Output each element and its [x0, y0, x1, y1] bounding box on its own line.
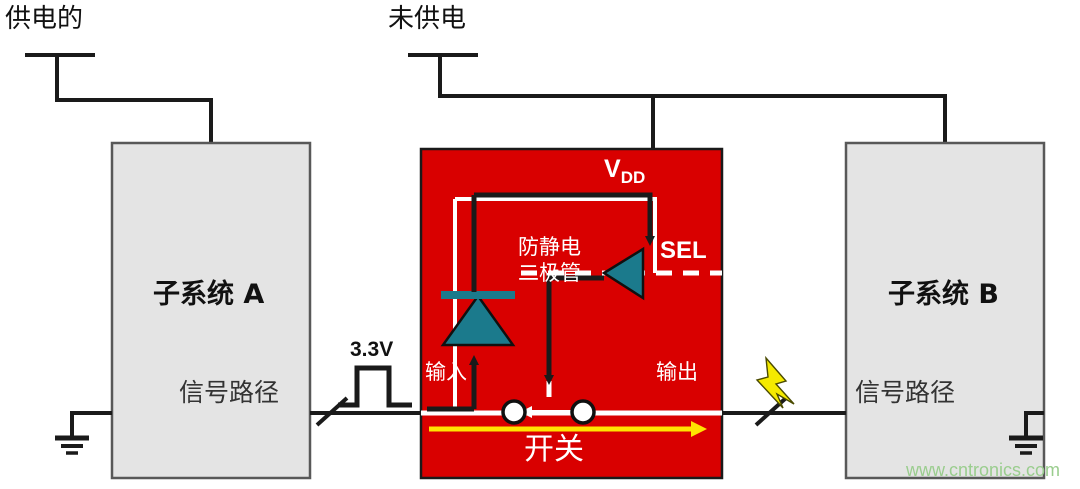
buffer-amplifier-symbol: [601, 246, 645, 301]
input-label: 输入: [425, 360, 467, 384]
esd-diode-label-line1: 防静电: [518, 235, 581, 259]
esd-diode-symbol: [440, 291, 516, 347]
subsystem-a-box: [110, 141, 312, 480]
ground-symbol-right: [1009, 411, 1044, 455]
switch-label: 开关: [524, 432, 584, 467]
vdd-supply-arrow: [545, 192, 655, 246]
switch-contact-left: [501, 399, 527, 425]
watermark: www.cntronics.com: [906, 460, 1061, 480]
vdd-label-main: V: [604, 155, 621, 183]
subsystem-a-title: 子系统 A: [153, 279, 265, 310]
power-rail-right: [408, 53, 947, 149]
lightning-bolt-icon: [755, 355, 795, 409]
esd-diode-label-line2: 二极管: [518, 261, 581, 285]
sel-label: SEL: [660, 237, 707, 264]
ground-symbol-left: [55, 411, 112, 455]
output-label: 输出: [656, 360, 698, 384]
subsystem-b-box: [844, 141, 1046, 480]
voltage-label: 3.3V: [350, 338, 394, 361]
power-rail-left: [25, 53, 213, 143]
vdd-label-sub: DD: [620, 168, 646, 187]
switch-contacts: [501, 399, 596, 425]
label-unpowered: 未供电: [388, 4, 467, 34]
label-powered: 供电的: [5, 4, 84, 34]
signal-line-left: [310, 365, 421, 427]
subsystem-b-title: 子系统 B: [888, 279, 999, 310]
subsystem-a-signal-path: 信号路径: [179, 378, 280, 407]
buffer-output-arrow: [544, 275, 604, 385]
subsystem-b-signal-path: 信号路径: [855, 378, 956, 407]
signal-line-right: [722, 396, 846, 427]
switch-contact-right: [570, 399, 596, 425]
vdd-label: VDD: [604, 155, 646, 187]
pulse-waveform: [338, 365, 412, 408]
